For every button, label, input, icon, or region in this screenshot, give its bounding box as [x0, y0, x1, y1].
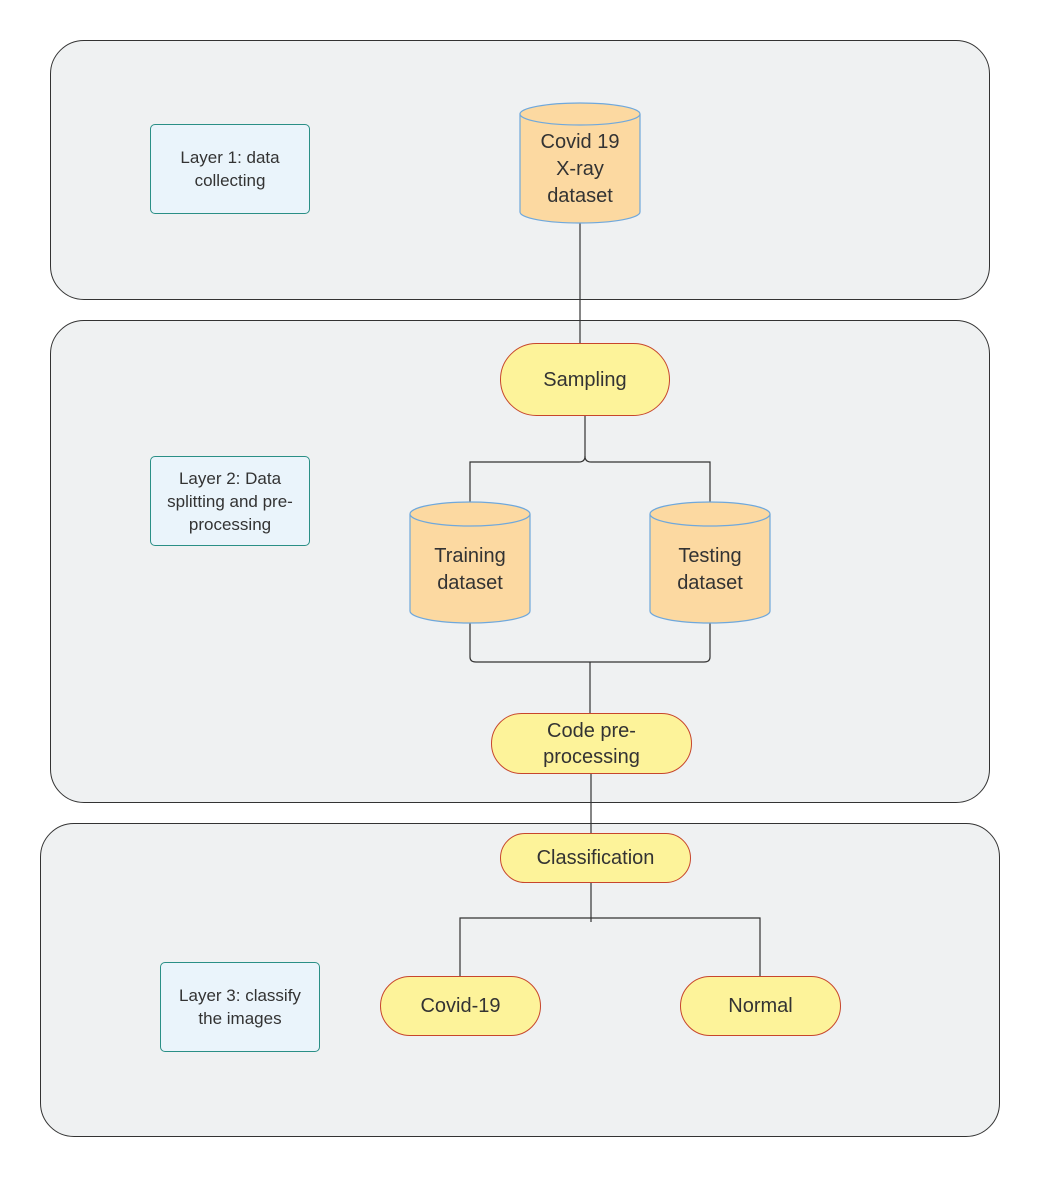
- training-cylinder[interactable]: Training dataset: [409, 501, 531, 624]
- layer-1-label: Layer 1: data collecting: [180, 148, 280, 190]
- sampling-node[interactable]: Sampling: [500, 343, 670, 416]
- layer-2-label: Layer 2: Data splitting and pre-processi…: [167, 468, 293, 534]
- cylinder-shape: [649, 501, 771, 624]
- dataset-cylinder[interactable]: Covid 19 X-ray dataset: [519, 102, 641, 224]
- cylinder-shape: [409, 501, 531, 624]
- connector-sampling-training: [469, 415, 586, 503]
- covid-label: Covid-19: [420, 995, 501, 1017]
- training-label: Training dataset: [434, 545, 506, 594]
- code-preprocessing-node[interactable]: Code pre-processing: [491, 713, 692, 774]
- connector-split-outputs: [459, 917, 761, 978]
- testing-label: Testing dataset: [677, 545, 743, 594]
- testing-cylinder[interactable]: Testing dataset: [649, 501, 771, 624]
- code-preprocessing-label: Code pre-processing: [543, 719, 640, 768]
- normal-label: Normal: [728, 995, 793, 1017]
- layer-3-label: Layer 3: classify the images: [179, 986, 301, 1028]
- cylinder-shape: [519, 102, 641, 224]
- connector-datasets-merge: [469, 622, 711, 663]
- layer-2-label-box: Layer 2: Data splitting and pre-processi…: [150, 456, 310, 546]
- classification-label: Classification: [536, 847, 655, 869]
- layer-1-label-box: Layer 1: data collecting: [150, 124, 310, 214]
- connector-sampling-testing: [584, 455, 711, 503]
- covid-node[interactable]: Covid-19: [380, 976, 541, 1036]
- layer-3-label-box: Layer 3: classify the images: [160, 962, 320, 1052]
- sampling-label: Sampling: [543, 368, 627, 391]
- dataset-label: Covid 19 X-ray dataset: [540, 130, 620, 207]
- classification-node[interactable]: Classification: [500, 833, 691, 883]
- normal-node[interactable]: Normal: [680, 976, 841, 1036]
